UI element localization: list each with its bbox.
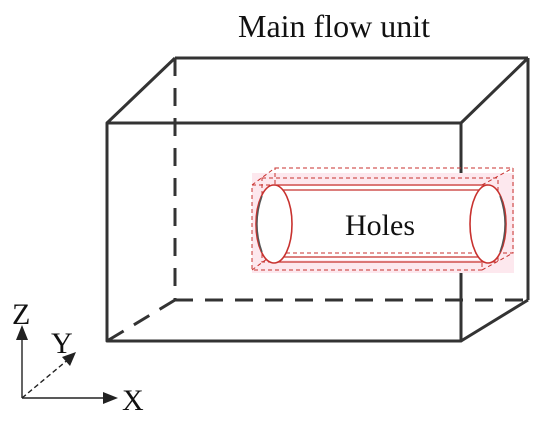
hidden-edge-depth — [106, 298, 176, 343]
box-hidden-edges — [106, 58, 528, 343]
axis-label-x: X — [122, 384, 144, 417]
holes-label: Holes — [345, 209, 415, 242]
diagram-title: Main flow unit — [238, 8, 430, 44]
hole-left-end — [255, 184, 293, 264]
y-axis-line — [21, 357, 71, 399]
hole-bounding-link-br — [481, 252, 514, 271]
hole-right-end-shade — [499, 195, 506, 253]
hole-bounding-link-tl — [251, 167, 276, 186]
box-top-right-edge — [459, 56, 530, 125]
hole-bounding-link-tr — [481, 167, 514, 186]
axis-label-z: Z — [12, 298, 30, 331]
box-top-left-edge — [105, 56, 177, 125]
coordinate-axes — [21, 331, 110, 399]
holes-cylinder — [251, 167, 514, 273]
hole-left-end-shade — [256, 195, 263, 253]
x-axis-arrow — [103, 392, 118, 404]
box-bottom-right-edge — [460, 298, 529, 343]
axis-label-y: Y — [51, 327, 73, 360]
hole-right-end — [469, 184, 507, 264]
hole-body — [276, 186, 488, 260]
z-axis-arrow — [16, 325, 28, 340]
y-axis-arrow — [62, 352, 76, 366]
